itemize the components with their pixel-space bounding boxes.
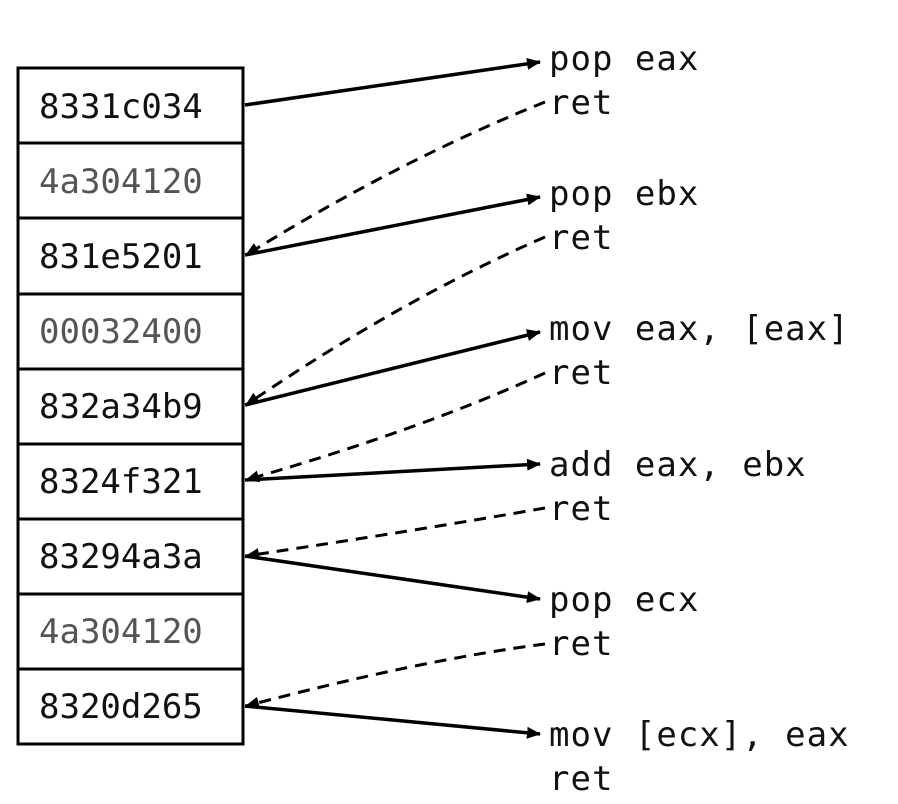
call-arrow-3 <box>244 458 541 482</box>
return-arrow-4 <box>245 642 546 709</box>
stack-cell-5: 8324f321 <box>39 462 203 502</box>
stack-border <box>16 66 245 746</box>
gadget-3-instruction: add eax, ebx <box>549 445 807 485</box>
return-arrows <box>245 100 546 709</box>
gadget-0-ret: ret <box>549 83 613 123</box>
stack-table: 8331c034 4a304120 831e5201 00032400 832a… <box>16 66 245 746</box>
stack-cell-3: 00032400 <box>39 312 203 352</box>
gadget-3-ret: ret <box>549 489 613 529</box>
gadget-0-instruction: pop eax <box>549 39 699 79</box>
return-arrow-3 <box>245 506 546 561</box>
call-arrows <box>244 57 541 739</box>
stack-cell-0: 8331c034 <box>39 87 203 127</box>
stack-cell-8: 8320d265 <box>39 687 203 727</box>
stack-cell-4: 832a34b9 <box>39 387 203 427</box>
gadget-2-instruction: mov eax, [eax] <box>549 309 850 349</box>
call-arrow-5 <box>244 704 541 739</box>
gadget-1-instruction: pop ebx <box>549 174 699 214</box>
call-arrow-4 <box>244 554 541 604</box>
return-arrow-0 <box>245 100 546 257</box>
return-arrow-2 <box>245 371 546 483</box>
gadget-4-instruction: pop ecx <box>549 580 699 620</box>
gadget-5-ret: ret <box>549 759 613 799</box>
call-arrow-2 <box>244 329 541 407</box>
stack-cell-6: 83294a3a <box>39 537 203 577</box>
gadget-1-ret: ret <box>549 218 613 258</box>
stack-cell-2: 831e5201 <box>39 237 203 277</box>
gadget-list: pop eax ret pop ebx ret mov eax, [eax] r… <box>549 39 850 799</box>
gadget-4-ret: ret <box>549 624 613 664</box>
stack-cell-1: 4a304120 <box>39 162 203 202</box>
gadget-2-ret: ret <box>549 353 613 393</box>
call-arrow-1 <box>244 193 541 257</box>
gadget-5-instruction: mov [ecx], eax <box>549 715 850 755</box>
return-arrow-1 <box>245 235 546 407</box>
stack-cell-7: 4a304120 <box>39 612 203 652</box>
call-arrow-0 <box>244 57 541 107</box>
